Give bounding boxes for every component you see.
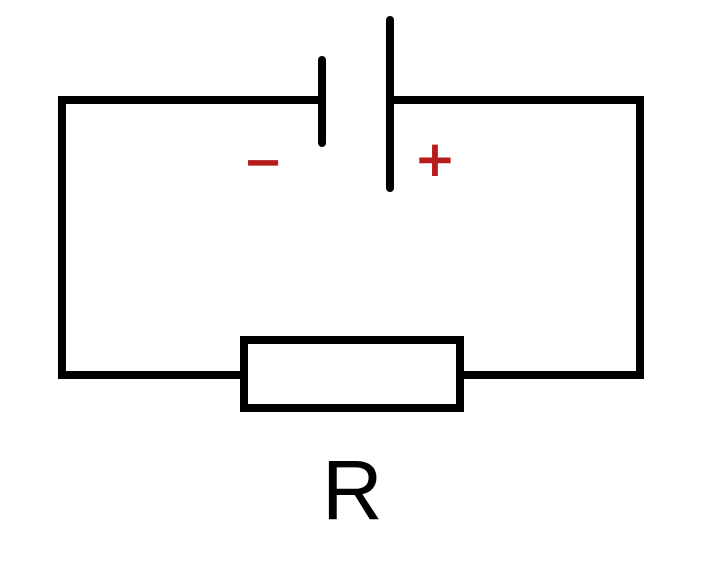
positive-terminal-sign: + [414,130,456,188]
wire-right [390,96,644,379]
resistor-body [240,336,464,412]
negative-terminal-sign: − [243,134,284,190]
resistor-label: R [322,443,383,537]
wire-left [58,96,322,379]
